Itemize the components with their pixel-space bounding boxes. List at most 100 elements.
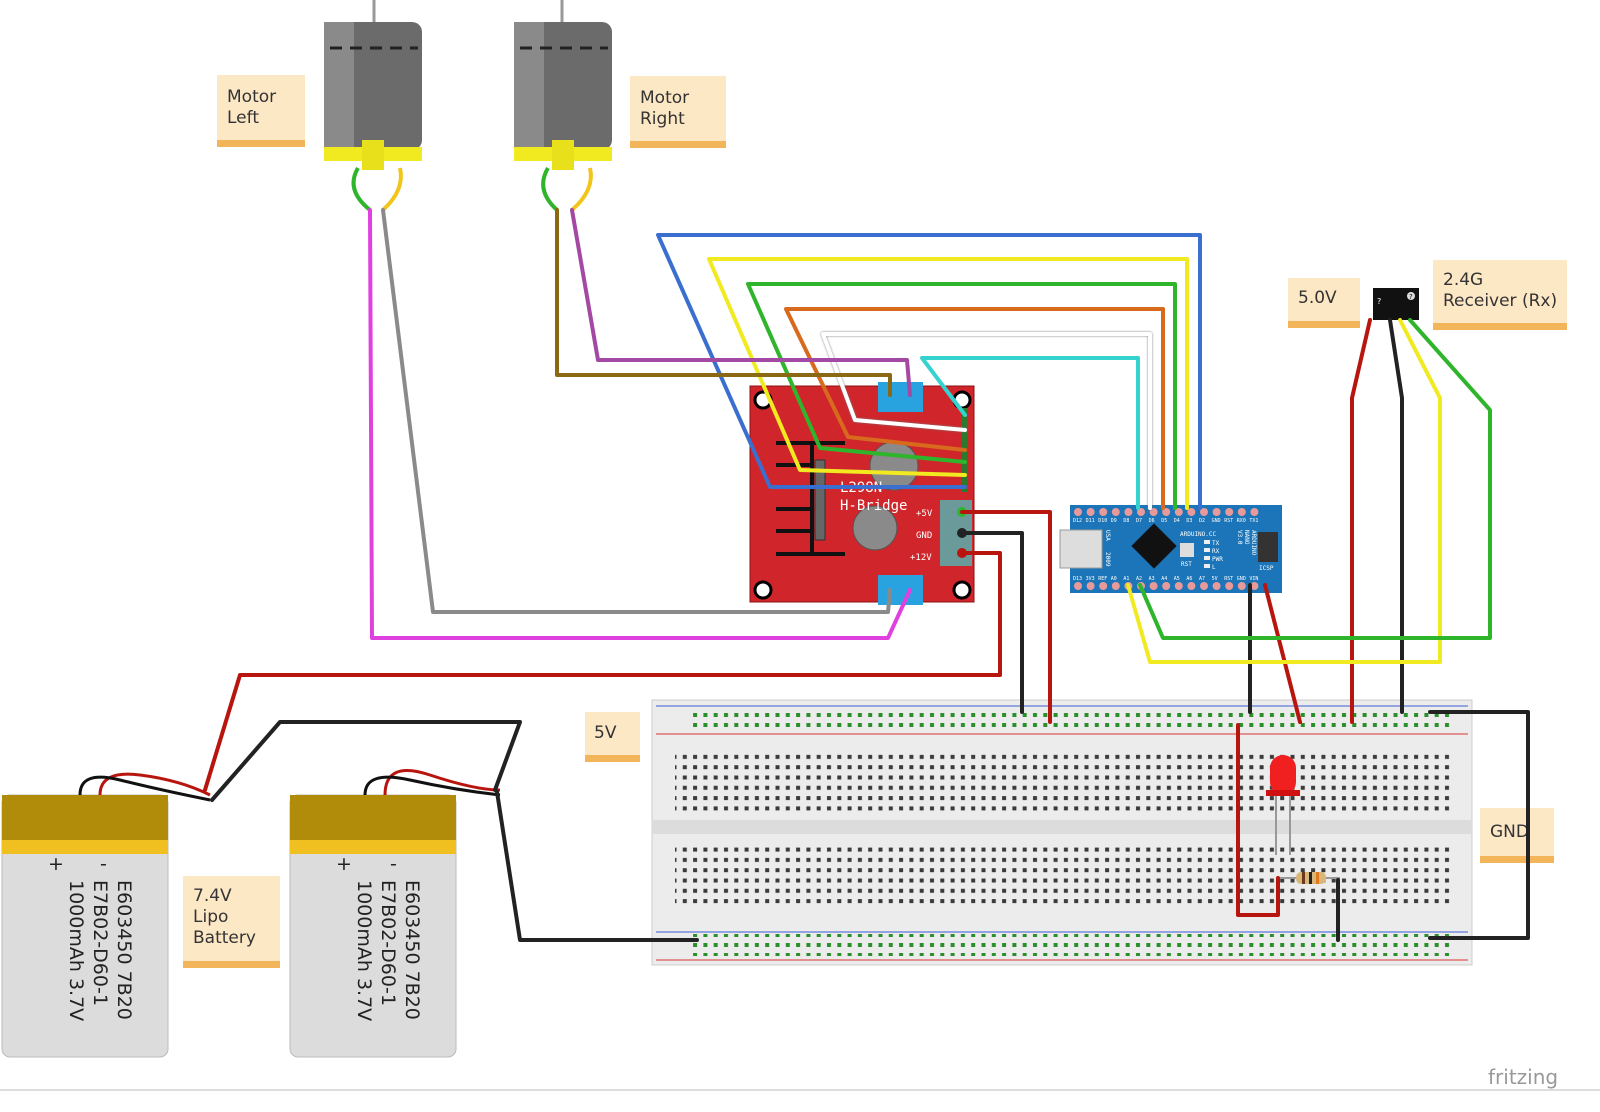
icsp-label: ICSP bbox=[1259, 565, 1274, 572]
note-motor-left: Motor Left bbox=[217, 75, 305, 147]
wire-receiver-vcc[interactable] bbox=[1350, 318, 1372, 724]
arduino-bottom-pin-label: RST bbox=[1224, 576, 1233, 582]
pin-label-12v: +12V bbox=[910, 553, 932, 563]
l298n-board[interactable]: L298N H-Bridge +5V GND +12V bbox=[749, 382, 975, 605]
arduino-top-pin[interactable] bbox=[1212, 508, 1221, 516]
battery-1[interactable]: + - E603450 7B20 E7B02-D60-1 1000mAh 3.7… bbox=[1, 772, 211, 1058]
arduino-bottom-pin-label: A0 bbox=[1111, 576, 1117, 582]
note-text: Right bbox=[640, 109, 685, 129]
wire-arduino-vin[interactable] bbox=[1263, 583, 1302, 724]
arduino-top-pin[interactable] bbox=[1225, 508, 1234, 516]
wire-l298-5v[interactable] bbox=[960, 510, 1052, 724]
mcu-chip bbox=[1131, 523, 1177, 569]
arduino-bottom-pin[interactable] bbox=[1111, 582, 1120, 590]
arduino-top-pin-label: RX0 bbox=[1237, 518, 1246, 524]
wire-green[interactable] bbox=[746, 282, 1177, 510]
arduino-bottom-pin[interactable] bbox=[1086, 582, 1095, 590]
reset-button[interactable] bbox=[1180, 543, 1194, 557]
led-label-rx: RX bbox=[1212, 548, 1220, 555]
arduino-top-pin-label: D11 bbox=[1086, 518, 1095, 524]
arduino-bottom-pin[interactable] bbox=[1074, 582, 1082, 590]
wire-white[interactable] bbox=[821, 332, 1152, 510]
arduino-bottom-pin[interactable] bbox=[1237, 582, 1246, 590]
arduino-bottom-pin[interactable] bbox=[1187, 582, 1196, 590]
wire-receiver-ch1[interactable] bbox=[1126, 318, 1442, 664]
arduino-bottom-pin[interactable] bbox=[1174, 582, 1183, 590]
arduino-bottom-pin[interactable] bbox=[1099, 582, 1108, 590]
arduino-bottom-pin-label: A3 bbox=[1149, 576, 1155, 582]
motor-right[interactable] bbox=[514, 0, 612, 212]
arduino-bottom-pin-label: A6 bbox=[1186, 576, 1192, 582]
wire-12v[interactable] bbox=[203, 551, 1002, 792]
arduino-top-pin[interactable] bbox=[1237, 508, 1246, 516]
arduino-top-pin[interactable] bbox=[1124, 508, 1133, 516]
wire-yellow[interactable] bbox=[707, 257, 1189, 510]
wire-cyan[interactable] bbox=[920, 356, 1140, 510]
arduino-top-pin-label: D8 bbox=[1123, 518, 1129, 524]
arduino-bottom-pin-label: A7 bbox=[1199, 576, 1205, 582]
arduino-top-pin-label: RST bbox=[1224, 518, 1233, 524]
arduino-bottom-pin[interactable] bbox=[1149, 582, 1158, 590]
battery-2[interactable]: + - E603450 7B20 E7B02-D60-1 1000mAh 3.7… bbox=[289, 769, 501, 1058]
wire-blue[interactable] bbox=[656, 233, 1202, 510]
red-led[interactable] bbox=[1266, 755, 1300, 855]
top-power-rail[interactable] bbox=[690, 708, 1450, 730]
battery-text: E603450 7B20 bbox=[113, 880, 135, 1020]
arduino-bottom-pin[interactable] bbox=[1212, 582, 1221, 590]
note-text: 2.4G bbox=[1443, 270, 1483, 290]
usa-label: USA bbox=[1104, 530, 1111, 541]
rx-receiver[interactable]: ? ? bbox=[1373, 288, 1419, 320]
arduino-top-pin[interactable] bbox=[1187, 508, 1196, 516]
wire-orange[interactable] bbox=[784, 307, 1165, 510]
model-label: ARDUINO NANO V3.0 bbox=[1236, 530, 1257, 556]
wires bbox=[203, 208, 1530, 942]
wire-l298-gnd[interactable] bbox=[960, 531, 1024, 714]
battery-plus: + bbox=[48, 853, 64, 875]
arduino-bottom-pin-label: 3V3 bbox=[1086, 576, 1095, 582]
model-line: ARDUINO bbox=[1250, 530, 1257, 556]
wire-brown[interactable] bbox=[555, 208, 892, 397]
led-label-tx: TX bbox=[1212, 540, 1220, 547]
wire-battery-series[interactable] bbox=[210, 720, 522, 802]
l298n-subtitle: H-Bridge bbox=[840, 498, 907, 514]
wire-gnd-rails[interactable] bbox=[1428, 710, 1530, 940]
arduino-bottom-pin[interactable] bbox=[1162, 582, 1171, 590]
arduino-top-pin-label: D4 bbox=[1174, 518, 1180, 524]
terminal-strip-top[interactable] bbox=[675, 750, 1455, 812]
arduino-top-pin[interactable] bbox=[1074, 508, 1082, 516]
wire-led[interactable] bbox=[1236, 723, 1280, 917]
arduino-top-pin[interactable] bbox=[1162, 508, 1171, 516]
note-gnd: GND bbox=[1480, 808, 1554, 863]
bottom-power-rail[interactable] bbox=[690, 934, 1450, 956]
battery-plus: + bbox=[336, 853, 352, 875]
motor-b-terminal[interactable] bbox=[878, 575, 923, 605]
battery-text: E603450 7B20 bbox=[401, 880, 423, 1020]
motor-a-terminal[interactable] bbox=[878, 382, 923, 412]
wire-gray[interactable] bbox=[381, 208, 892, 614]
usb-port[interactable] bbox=[1059, 529, 1103, 569]
wire-battery-gnd[interactable] bbox=[495, 790, 699, 942]
wire-magenta[interactable] bbox=[368, 208, 912, 640]
arduino-bottom-pin[interactable] bbox=[1250, 582, 1259, 590]
arduino-top-pin[interactable] bbox=[1086, 508, 1095, 516]
motor-left[interactable] bbox=[324, 0, 422, 212]
pin-label-gnd: GND bbox=[916, 531, 932, 541]
wire-purple[interactable] bbox=[570, 208, 912, 397]
arduino-top-pin[interactable] bbox=[1099, 508, 1108, 516]
wire-receiver-gnd[interactable] bbox=[1388, 318, 1404, 714]
arduino-top-pin[interactable] bbox=[1149, 508, 1158, 516]
arduino-bottom-pin[interactable] bbox=[1200, 582, 1208, 590]
arduino-top-pin[interactable] bbox=[1137, 508, 1145, 516]
resistor[interactable] bbox=[1280, 872, 1340, 884]
arduino-top-pin[interactable] bbox=[1200, 508, 1208, 516]
arduino-nano[interactable]: USA 2009 ARDUINO.CC RST TX RX PWR L ARDU… bbox=[1059, 505, 1282, 593]
arduino-top-pin[interactable] bbox=[1174, 508, 1183, 516]
arduino-top-pin[interactable] bbox=[1111, 508, 1120, 516]
note-motor-right: Motor Right bbox=[630, 76, 726, 148]
arduino-top-pin[interactable] bbox=[1250, 508, 1259, 516]
arduino-top-pin-label: D6 bbox=[1149, 518, 1155, 524]
wire-receiver-ch2[interactable] bbox=[1138, 318, 1492, 640]
arduino-bottom-pin[interactable] bbox=[1225, 582, 1234, 590]
note-text: Motor bbox=[227, 87, 276, 107]
battery-text: 1000mAh 3.7V bbox=[65, 880, 87, 1021]
